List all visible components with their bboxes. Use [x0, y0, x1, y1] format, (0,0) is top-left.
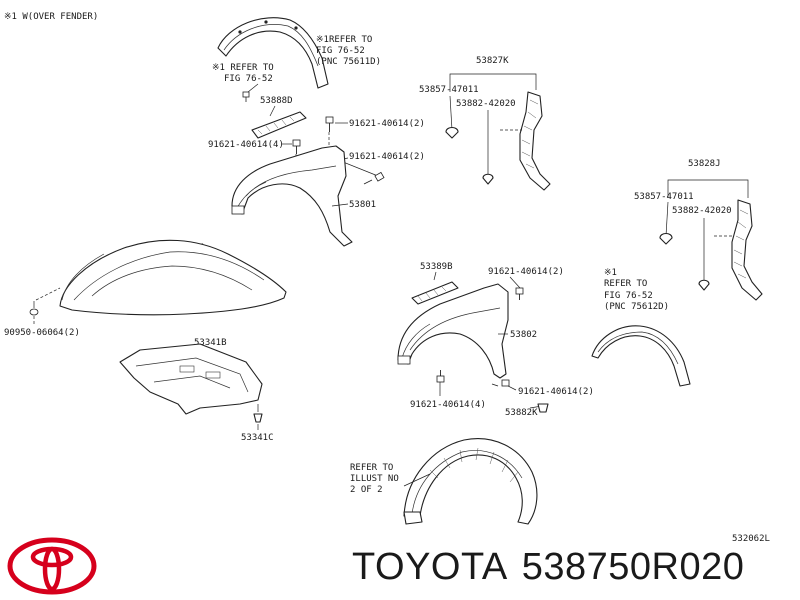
clip-icon: [242, 91, 250, 102]
clip-icon: [659, 232, 673, 245]
bolt-icon: [436, 370, 445, 383]
label-53828J: 53828J: [688, 159, 721, 169]
front-fender-53801-part: [231, 145, 353, 247]
label-53801: 53801: [349, 200, 376, 210]
front-fender-53802-part: [397, 283, 509, 379]
brand-name: TOYOTA: [352, 546, 508, 588]
label-91621-c: 91621-40614(2): [349, 152, 425, 162]
diagram-code: 532062L: [732, 534, 770, 544]
label-91621-d: 91621-40614(2): [488, 267, 564, 277]
label-53882-a: 53882-42020: [456, 99, 516, 109]
label-91621-f: 91621-40614(4): [410, 400, 486, 410]
label-53802: 53802: [510, 330, 537, 340]
footer-part-title: TOYOTA 538750R020: [352, 548, 758, 586]
label-91621-a: 91621-40614(2): [349, 119, 425, 129]
ref-top-left-line2: FIG 76-52: [224, 74, 273, 84]
over-fender-rh-part: [591, 325, 691, 387]
clip-icon: [482, 173, 494, 185]
ref-bottom-line3: 2 OF 2: [350, 485, 383, 495]
bolt-icon: [292, 139, 301, 154]
label-53827K: 53827K: [476, 56, 509, 66]
ref-bottom-line1: REFER TO: [350, 463, 393, 473]
clip-icon: [698, 279, 710, 291]
label-53341C: 53341C: [241, 433, 274, 443]
ref-top-left-line1: ※1 REFER TO: [212, 63, 274, 73]
label-90950: 90950-06064(2): [4, 328, 80, 338]
part-number: 538750R020: [521, 546, 745, 588]
toyota-logo: [7, 537, 97, 595]
fender-seal-53828J-part: [714, 199, 763, 301]
clip-icon: [537, 403, 549, 413]
label-91621-e: 91621-40614(2): [518, 387, 594, 397]
fender-seal-53827K-part: [500, 91, 551, 191]
fender-liner-part: [403, 438, 538, 525]
clip-icon: [445, 126, 459, 139]
ref-bottom-line2: ILLUST NO: [350, 474, 399, 484]
over-fender-front-part: [217, 17, 329, 89]
label-53389B: 53389B: [420, 262, 453, 272]
ref-right-line3: FIG 76-52: [604, 291, 653, 301]
ref-top-right-line1: ※1REFER TO: [316, 35, 372, 45]
seal-53389B-part: [411, 281, 459, 305]
ref-right-line2: REFER TO: [604, 279, 647, 289]
ref-top-right-line3: (PNC 75611D): [316, 57, 381, 67]
bolt-icon: [491, 379, 510, 387]
ref-right-line1: ※1: [604, 268, 617, 278]
label-53857-a: 53857-47011: [419, 85, 479, 95]
hood-insulator-53341B-part: [119, 343, 263, 415]
label-53888D: 53888D: [260, 96, 293, 106]
hood-53301-part: [59, 239, 287, 316]
ref-right-line4: (PNC 75612D): [604, 302, 669, 312]
label-53882-b: 53882-42020: [672, 206, 732, 216]
over-fender-note: ※1 W(OVER FENDER): [4, 12, 98, 22]
bolt-icon: [363, 171, 385, 185]
label-53882K: 53882K: [505, 408, 538, 418]
cushion-icon: [29, 308, 39, 316]
ref-top-right-line2: FIG 76-52: [316, 46, 365, 56]
clip-icon: [253, 413, 263, 423]
label-53857-b: 53857-47011: [634, 192, 694, 202]
bolt-icon: [515, 287, 524, 300]
label-91621-b: 91621-40614(4): [208, 140, 284, 150]
bolt-icon: [325, 116, 334, 132]
label-53341B: 53341B: [194, 338, 227, 348]
seal-53888D-part: [251, 111, 307, 139]
